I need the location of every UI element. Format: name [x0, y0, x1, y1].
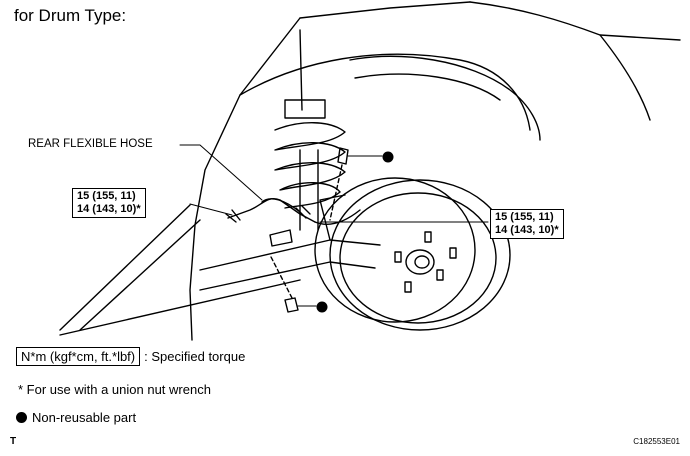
arch-inner — [349, 55, 541, 141]
hose-fitting-right — [295, 205, 311, 219]
arch-inner-2 — [354, 73, 501, 101]
shock-body — [299, 149, 319, 231]
torque-spec-right-line2: 14 (143, 10)* — [495, 224, 559, 236]
torque-unit-desc: : Specified torque — [144, 349, 246, 364]
drum-rim — [339, 192, 497, 324]
body-lower-contour — [599, 34, 651, 121]
torque-spec-right: 15 (155, 11) 14 (143, 10)* — [490, 209, 564, 239]
drum-hub-inner — [414, 255, 430, 269]
figure-code: C182553E01 — [633, 437, 680, 446]
clip-upper — [337, 147, 349, 165]
bracket — [269, 229, 293, 247]
locator-dash-lower — [269, 254, 293, 299]
torque-spec-left-line2: 14 (143, 10)* — [77, 203, 141, 215]
wheel-arch-outline — [189, 17, 301, 341]
strut-rod — [299, 29, 303, 111]
drum-back — [314, 177, 476, 323]
nonreusable-label: Non-reusable part — [32, 410, 137, 425]
rear-flexible-hose-label: REAR FLEXIBLE HOSE — [28, 138, 153, 150]
brake-tube-drum — [314, 209, 361, 226]
page-title: for Drum Type: — [14, 6, 127, 25]
drum-outer — [329, 179, 511, 331]
side-panel — [59, 204, 201, 331]
filled-dot-icon — [382, 151, 394, 163]
body-upper-line — [299, 1, 471, 19]
coil-spring — [274, 122, 346, 209]
torque-unit-key: N*m (kgf*cm, ft.*lbf) — [16, 347, 141, 366]
wheel-studs — [394, 231, 457, 293]
filled-dot-icon — [16, 412, 27, 423]
body-bottom — [59, 279, 301, 336]
legend-nonreusable: Non-reusable part — [16, 410, 136, 425]
body-right-contour — [469, 1, 681, 41]
hose-leader — [179, 144, 263, 201]
page-letter: T — [10, 436, 17, 447]
strut-mount — [284, 99, 326, 119]
axle-beam-rear — [319, 194, 346, 241]
legend-union-note: * For use with a union nut wrench — [18, 382, 211, 397]
torque-spec-right-line1: 15 (155, 11) — [495, 211, 554, 223]
legend-torque: N*m (kgf*cm, ft.*lbf) : Specified torque — [16, 347, 245, 366]
filled-dot-icon — [316, 301, 328, 313]
axle-beam-lower — [199, 261, 376, 291]
torque-spec-left: 15 (155, 11) 14 (143, 10)* — [72, 188, 146, 218]
brake-line — [227, 198, 316, 223]
torque-spec-left-line1: 15 (155, 11) — [77, 190, 136, 202]
drum-hub — [405, 249, 435, 275]
clip-lower — [284, 297, 299, 313]
locator-dash-upper — [329, 164, 343, 221]
torque-left-leader — [189, 203, 233, 216]
hose-fitting-left — [225, 209, 241, 223]
